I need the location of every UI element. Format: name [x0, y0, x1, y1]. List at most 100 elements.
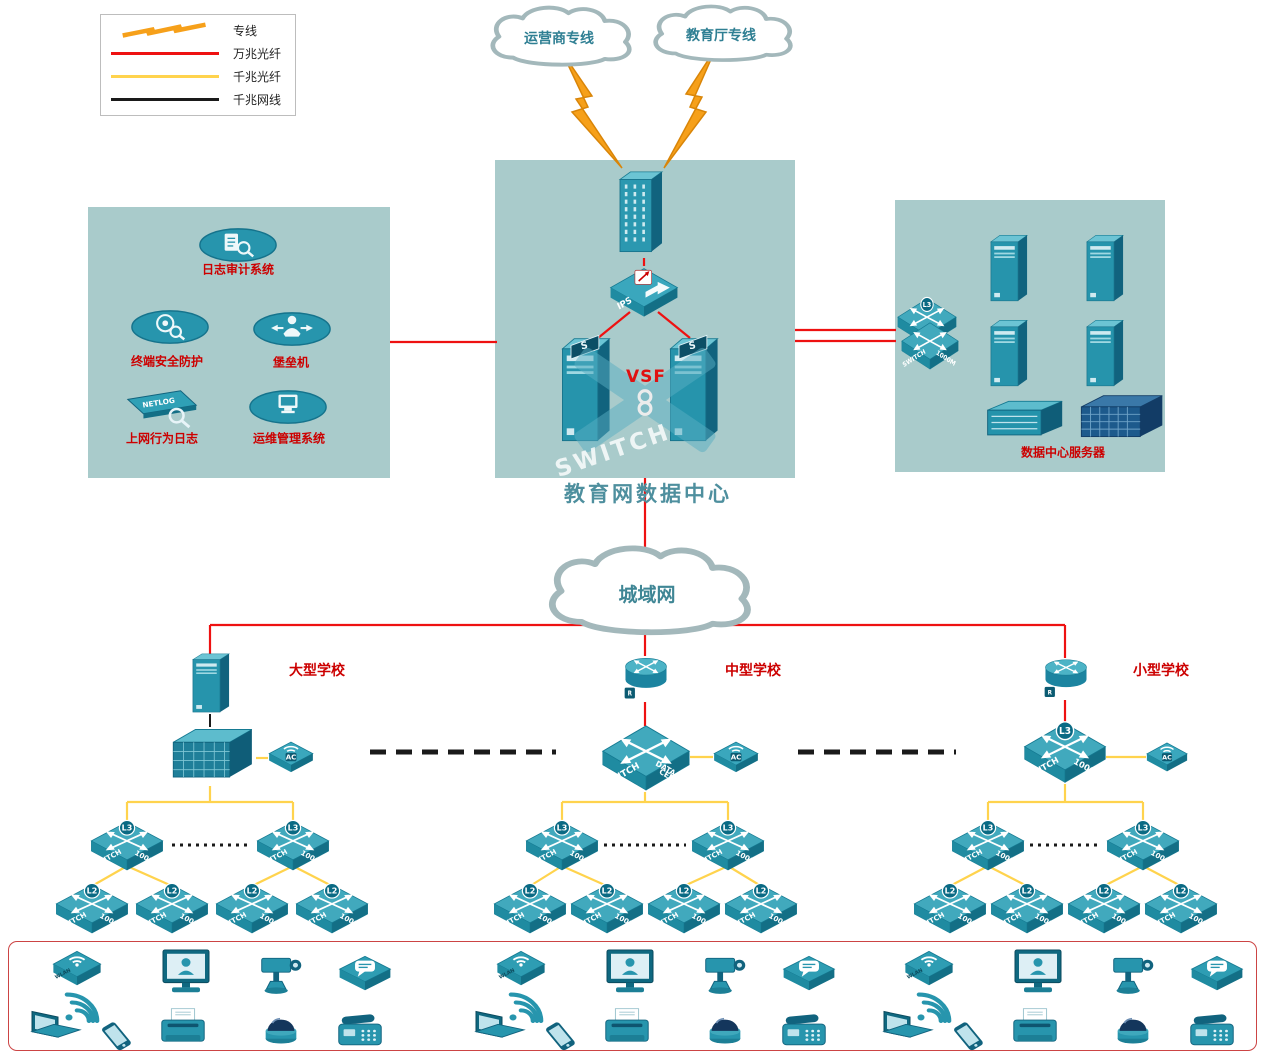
- legend-row-1g-cable: 千兆网线: [101, 88, 295, 111]
- svg-text:R: R: [1048, 689, 1053, 696]
- small-school-printer-icon: [1008, 1006, 1062, 1050]
- large-school-desk-phone-icon: [332, 1012, 388, 1050]
- legend-row-dedicated: 专线: [101, 19, 295, 42]
- server-box-label: 数据中心服务器: [1020, 445, 1106, 460]
- medium-school-ptz-camera-icon: [698, 950, 752, 998]
- security-label-netlog: 上网行为日志: [125, 431, 199, 446]
- legend: 专线 万兆光纤 千兆光纤 千兆网线: [100, 14, 296, 116]
- cloud-shape-icon: [548, 545, 751, 636]
- security-label-log-audit: 日志审计系统: [201, 262, 275, 277]
- small-school-desk-phone-icon: [1184, 1012, 1240, 1050]
- legend-label-1g-fiber: 千兆光纤: [233, 70, 282, 84]
- medium-school-dome-camera-icon: [702, 1010, 748, 1050]
- svg-text:L2: L2: [525, 887, 536, 896]
- svg-text:L2: L2: [87, 887, 98, 896]
- dc-rack-server: [980, 396, 1066, 442]
- dc-server-4: [1082, 316, 1128, 388]
- svg-text:S: S: [580, 340, 589, 353]
- legend-label-dedicated: 专线: [233, 24, 258, 38]
- security-label-bastion: 堡垒机: [272, 355, 310, 370]
- terminal-security-icon: [130, 308, 210, 346]
- small-school-smartphone-icon: [942, 1020, 996, 1054]
- legend-row-10g: 万兆光纤: [101, 42, 295, 65]
- log-audit-icon: [198, 226, 278, 264]
- large-school-wifi-signal-icon: [55, 984, 107, 1028]
- 1g-fiber-line-icon: [111, 75, 219, 78]
- security-label-ops: 运维管理系统: [252, 431, 326, 446]
- svg-text:L2: L2: [167, 887, 178, 896]
- large-school-ptz-camera-icon: [254, 950, 308, 998]
- svg-text:L2: L2: [1099, 887, 1110, 896]
- svg-text:L2: L2: [1176, 887, 1187, 896]
- large-school-laptop-icon: [24, 1006, 84, 1050]
- medium-school-wlan-ap-icon: WLAN: [494, 948, 548, 992]
- small-school-laptop-icon: [876, 1006, 936, 1050]
- school-medium-ac: AC: [711, 739, 761, 779]
- dc-server-3: [986, 316, 1032, 388]
- bastion-host-icon: [252, 310, 332, 348]
- medium-school-printer-icon: [600, 1006, 654, 1050]
- large-school-desktop-monitor-icon: [158, 948, 214, 998]
- school-large-ac: AC: [266, 739, 316, 779]
- school-label-medium: 中型学校: [725, 663, 781, 679]
- man-cloud: 城域网: [534, 543, 760, 643]
- large-school-smartphone-icon: [90, 1020, 144, 1054]
- small-school-wifi-signal-icon: [907, 984, 959, 1028]
- svg-text:AC: AC: [731, 753, 742, 761]
- medium-school-desk-phone-icon: [776, 1012, 832, 1050]
- medium-school-wifi-signal-icon: [499, 984, 551, 1028]
- legend-label-1g-cable: 千兆网线: [233, 93, 282, 107]
- small-school-desktop-monitor-icon: [1010, 948, 1066, 998]
- 10g-fiber-line-icon: [111, 52, 219, 55]
- large-school-printer-icon: [156, 1006, 210, 1050]
- svg-text:L3: L3: [1138, 824, 1149, 833]
- small-school-ptz-camera-icon: [1106, 950, 1160, 998]
- large-school-wlan-ap-icon: WLAN: [50, 948, 104, 992]
- dc-server-2: [1082, 231, 1128, 303]
- legend-label-10g: 万兆光纤: [233, 47, 282, 61]
- svg-text:L3: L3: [723, 824, 734, 833]
- dc-blade-chassis: [1074, 392, 1166, 444]
- carrier-line-cloud: 运营商专线: [480, 4, 638, 72]
- security-label-terminal: 终端安全防护: [130, 354, 204, 369]
- svg-text:L2: L2: [247, 887, 258, 896]
- education-dept-label: 教育厅专线: [686, 28, 756, 44]
- dedicated-line-icon: [122, 21, 206, 38]
- cloud-shape-icon: [653, 4, 793, 62]
- svg-text:L2: L2: [602, 887, 613, 896]
- firewall: [613, 166, 669, 260]
- school-small-ac: AC: [1144, 740, 1190, 778]
- dc-server-1: [986, 231, 1032, 303]
- svg-text:L2: L2: [679, 887, 690, 896]
- svg-text:AC: AC: [286, 753, 297, 761]
- svg-text:AC: AC: [1162, 753, 1172, 761]
- small-school-chat-tile-icon: [1188, 953, 1246, 997]
- large-school-chat-tile-icon: [336, 953, 394, 997]
- svg-text:R: R: [628, 690, 633, 698]
- small-school-dome-camera-icon: [1110, 1010, 1156, 1050]
- 1g-cable-line-icon: [111, 98, 219, 101]
- school-large-core-chassis: [163, 724, 257, 788]
- small-school-wlan-ap-icon: WLAN: [902, 948, 956, 992]
- svg-text:L3: L3: [923, 301, 932, 309]
- man-cloud-label: 城域网: [618, 583, 676, 606]
- netlog-icon: NETLOG: [118, 386, 206, 430]
- svg-text:L3: L3: [983, 824, 994, 833]
- school-large-gateway-server: [188, 650, 234, 714]
